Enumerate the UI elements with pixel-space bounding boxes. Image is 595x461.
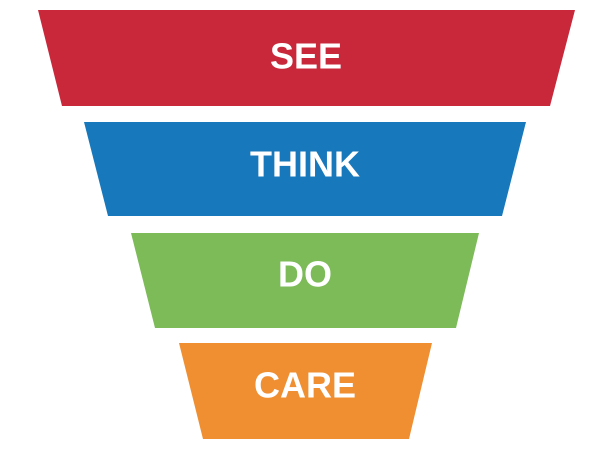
funnel-stage-care-shape bbox=[179, 343, 432, 439]
funnel-stage-think-label: THINK bbox=[250, 144, 360, 185]
funnel-stage-think-shape bbox=[84, 122, 526, 216]
funnel-stage-do-label: DO bbox=[278, 254, 332, 295]
funnel-stage-think: THINK bbox=[84, 122, 526, 216]
funnel-stage-do-shape bbox=[131, 233, 479, 328]
funnel-stage-do: DO bbox=[131, 233, 479, 328]
funnel-stage-care: CARE bbox=[179, 343, 432, 439]
funnel-stage-see-shape bbox=[38, 10, 575, 106]
funnel-stage-care-label: CARE bbox=[254, 365, 356, 406]
funnel-stage-see: SEE bbox=[38, 10, 575, 106]
funnel-stage-see-label: SEE bbox=[270, 36, 342, 77]
